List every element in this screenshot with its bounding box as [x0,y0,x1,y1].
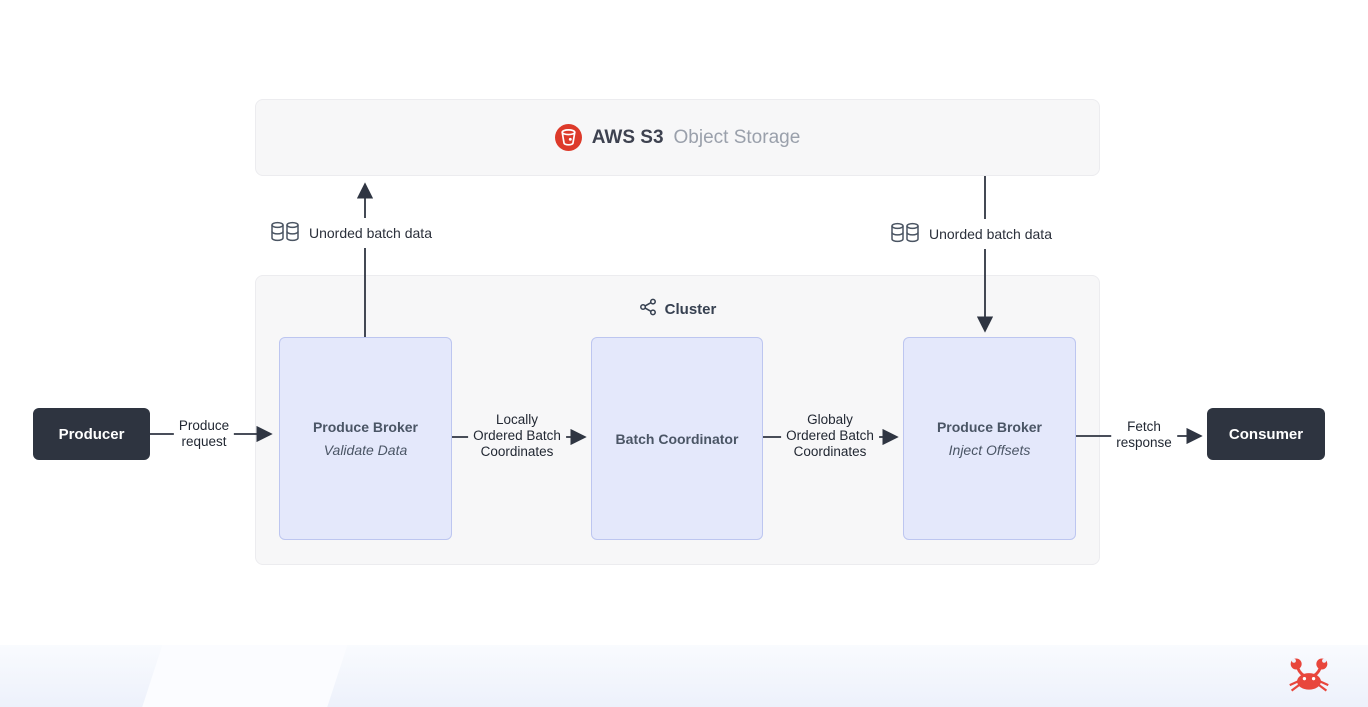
footer-decorative-wedge [140,645,349,707]
s3-banner-title: AWS S3 [591,126,664,148]
database-stack-icon [270,220,300,246]
unordered-batch-label-left: Unorded batch data [266,218,436,248]
edge-label-fetch-response: Fetch response [1111,417,1177,453]
edge-label-produce-request: Produce request [173,416,235,452]
s3-storage-banner: AWS S3 Object Storage [255,99,1100,176]
node-subtitle: Validate Data [323,442,408,458]
unordered-batch-text: Unorded batch data [929,226,1052,242]
footer-band [0,645,1368,707]
node-title: Produce Broker [312,419,419,435]
edge-label-globally-ordered: Globaly Ordered Batch Coordinates [781,410,879,462]
node-produce-broker-validate: Produce Broker Validate Data [279,337,452,540]
node-subtitle: Inject Offsets [948,442,1031,458]
unordered-batch-text: Unorded batch data [309,225,432,241]
consumer-box: Consumer [1207,408,1325,460]
s3-banner-subtitle: Object Storage [673,126,801,148]
node-title: Batch Coordinator [615,430,739,447]
edge-label-locally-ordered: Locally Ordered Batch Coordinates [468,410,566,462]
crab-logo-icon [1287,653,1331,697]
cluster-label: Cluster [664,300,717,318]
producer-box: Producer [33,408,150,460]
database-stack-icon [890,221,920,247]
cluster-nodes-icon [639,298,657,320]
node-title: Produce Broker [936,419,1043,435]
s3-bucket-icon [554,124,582,151]
node-batch-coordinator: Batch Coordinator [591,337,763,540]
unordered-batch-label-right: Unorded batch data [886,219,1056,249]
node-produce-broker-inject: Produce Broker Inject Offsets [903,337,1076,540]
cluster-header: Cluster [256,298,1099,320]
